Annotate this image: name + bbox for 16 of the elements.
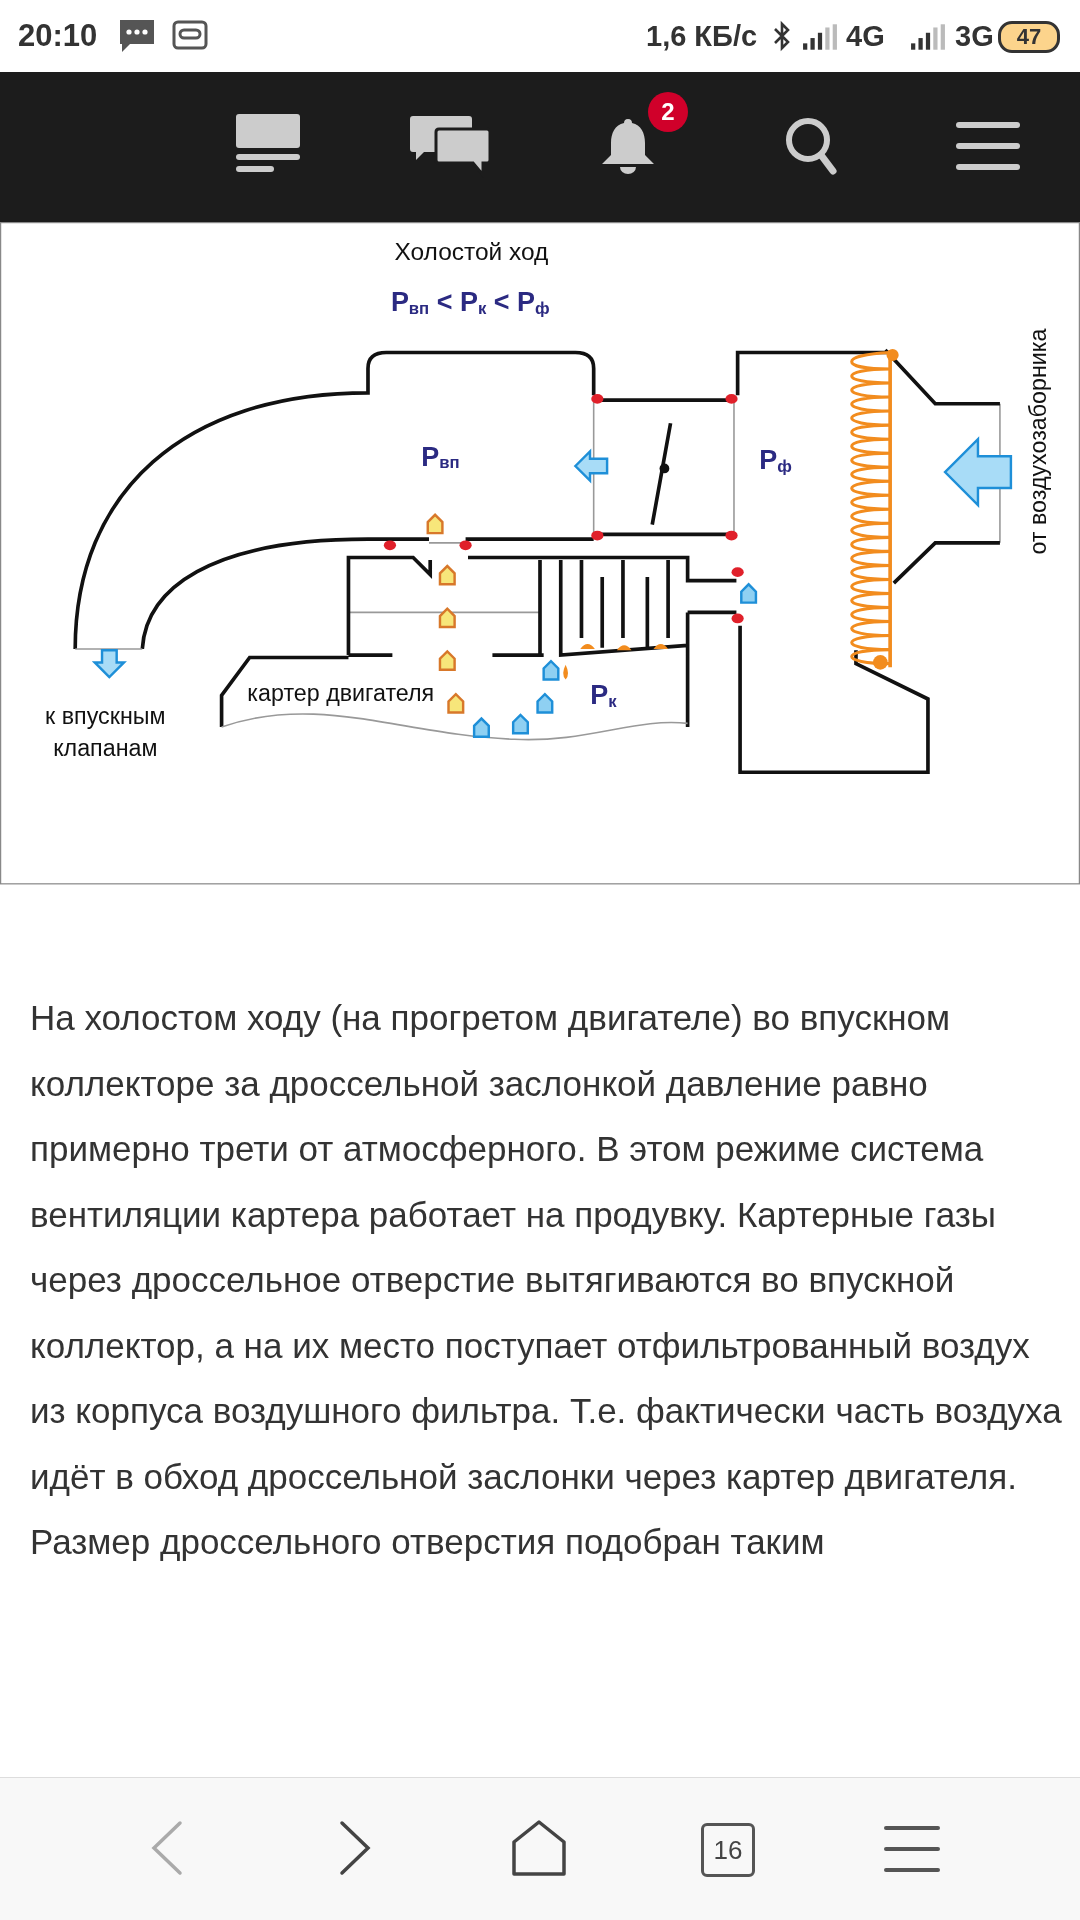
body-paragraph: На холостом ходу (на прогретом двигателе) во впускном коллекторе за дроссельной заслонкой давление равно примерно трети от атмосферного. В этом режиме система вентиляции картера работает на продувку. Картерные газы через дроссельное отверстие вытягиваются во впускной коллектор, а на их место поступает отфильтрованный воздух из корпуса воздушного фильтра. Т.е. фактически часть воздуха идёт в обход дроссельной заслонки через картер двигателя. Размер дроссельного отверстия подобран таким [30, 997, 1063, 1563]
part-label: картер двигателя [247, 679, 435, 707]
network-type: 4G [846, 20, 885, 53]
network-type: 3G [955, 20, 994, 53]
network-speed: 1,6 КБ/с [646, 20, 758, 53]
notification-badge: 2 [648, 92, 688, 132]
pressure-relation: P$_{вп}$ < P$_{к}$ < P$_{ф}$ [389, 286, 551, 319]
diagram-title: Холостой ход [393, 237, 550, 267]
axis-label: от воздухозаборника [1024, 328, 1052, 555]
flow-label: к впускным клапанам [44, 702, 167, 763]
battery-level: 47 [998, 21, 1060, 53]
clock-time: 20:10 [18, 18, 98, 54]
tab-count-button: 16 [701, 1823, 755, 1877]
pressure-label: P$_{ф}$ [759, 444, 792, 477]
pressure-label: P$_{вп}$ [421, 441, 460, 473]
pressure-label: P$_{к}$ [590, 679, 617, 712]
